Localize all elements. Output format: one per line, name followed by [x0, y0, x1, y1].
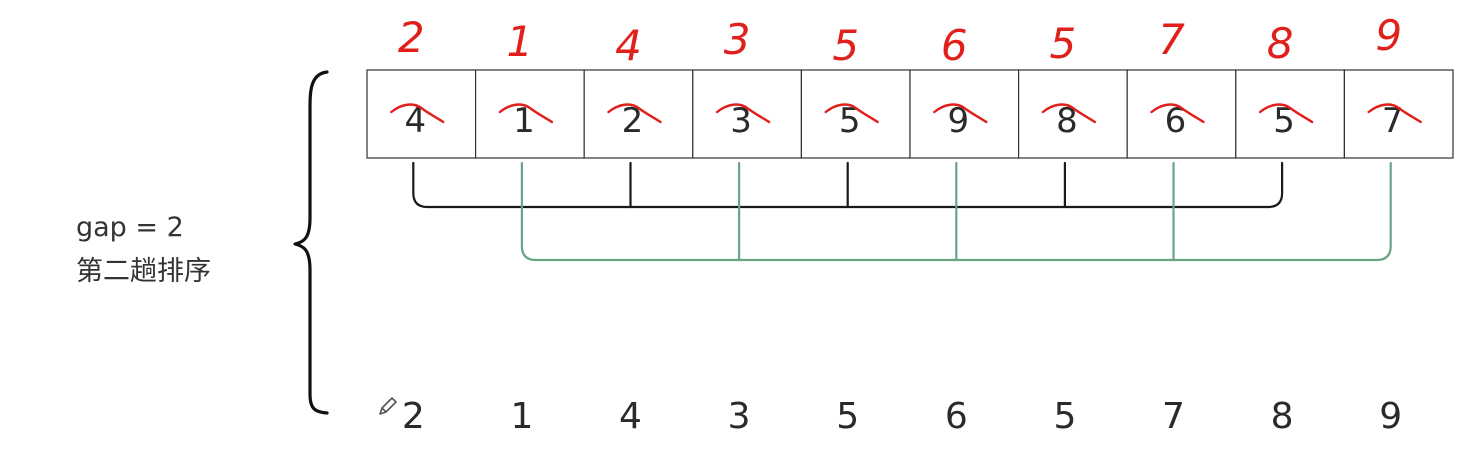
array-cell: 5 [1235, 69, 1346, 159]
array-cell-box [475, 69, 585, 159]
array-cell-box [366, 69, 477, 159]
result-value: 2 [402, 396, 425, 437]
array-cell: 6 [1126, 69, 1237, 159]
handwritten-number: 1 [507, 17, 534, 66]
array-cell: 2 [583, 69, 694, 159]
handwritten-number: 5 [832, 21, 859, 70]
array-cell-box [583, 69, 694, 159]
strike-mark [824, 103, 879, 124]
result-value: 5 [836, 396, 859, 437]
array-cell: 7 [1343, 69, 1454, 159]
strike-mark [498, 103, 554, 124]
result-value: 9 [1379, 396, 1402, 437]
strike-mark [607, 103, 662, 124]
result-value: 6 [945, 396, 968, 437]
strike-mark [715, 103, 771, 124]
strike-mark [1150, 103, 1205, 124]
result-value: 7 [1162, 396, 1185, 437]
pass-label: 第二趟排序 [76, 256, 211, 287]
array-cell-box [800, 69, 911, 159]
array-cell: 4 [366, 69, 477, 159]
array-cell-value: 3 [730, 101, 752, 141]
strike-mark [1367, 103, 1422, 124]
array-cell-box [692, 69, 802, 159]
handwritten-number: 2 [398, 13, 425, 62]
array-cell-value: 5 [1273, 101, 1295, 141]
result-value: 8 [1271, 396, 1294, 437]
array-cell: 5 [800, 69, 911, 159]
strike-mark [1258, 103, 1314, 124]
array-cell: 1 [475, 69, 585, 159]
strike-mark [933, 103, 988, 124]
array-cell: 9 [909, 69, 1020, 159]
array-cell-value: 4 [404, 101, 426, 141]
group-connectors [412, 161, 1392, 262]
strike-mark [1041, 103, 1097, 124]
array-cell-value: 9 [947, 101, 969, 141]
gap-label: gap = 2 [76, 212, 184, 243]
array-cell: 3 [692, 69, 802, 159]
array-cell-box [1017, 69, 1128, 159]
result-value: 3 [728, 396, 751, 437]
strike-mark [390, 103, 445, 124]
array-cell-value: 7 [1382, 101, 1404, 141]
array-cell-box [1235, 69, 1346, 159]
curly-brace [293, 70, 329, 415]
array-cell: 8 [1017, 69, 1128, 159]
result-value: 1 [510, 396, 533, 437]
array-cell-box [1343, 69, 1454, 159]
result-value: 5 [1053, 396, 1076, 437]
pencil-icon[interactable] [379, 397, 397, 415]
result-value: 4 [619, 396, 642, 437]
array-cell-value: 2 [622, 101, 644, 141]
handwritten-number: 4 [615, 21, 642, 70]
handwritten-number: 5 [1050, 19, 1077, 68]
array-cell-value: 5 [839, 101, 861, 141]
array-cell-box [909, 69, 1020, 159]
handwritten-number: 6 [941, 21, 968, 70]
handwritten-number: 9 [1375, 11, 1402, 60]
handwritten-annotations: 2 1 4 3 5 6 5 7 8 9 [398, 11, 1402, 70]
result-row: 2 1 4 3 5 6 5 7 8 9 [402, 396, 1402, 437]
array-cell-value: 6 [1165, 101, 1187, 141]
handwritten-number: 8 [1267, 19, 1294, 68]
array-cell-value: 1 [513, 101, 535, 141]
array-cell-value: 8 [1056, 101, 1078, 141]
handwritten-number: 7 [1158, 15, 1185, 64]
handwritten-number: 3 [724, 15, 751, 64]
array: 4 1 2 3 5 9 8 6 5 7 [366, 69, 1454, 159]
